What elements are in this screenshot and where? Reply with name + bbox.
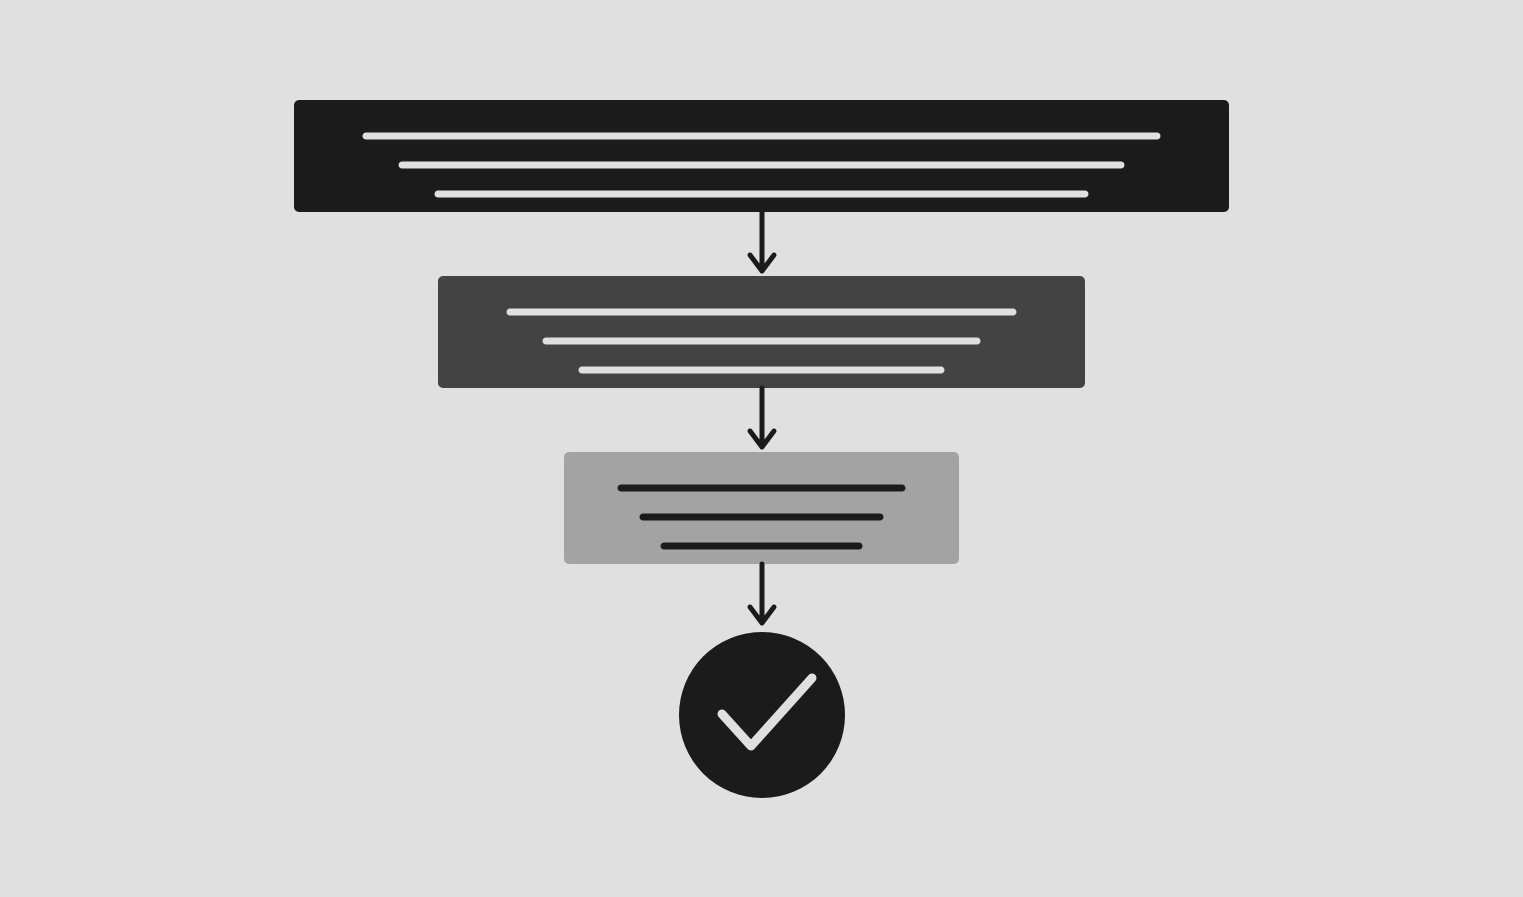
stage-3-rect	[564, 452, 959, 564]
arrow-down-icon	[747, 561, 777, 626]
stage-2-rect	[438, 276, 1085, 388]
result-badge	[679, 632, 845, 798]
stage-3-box	[564, 452, 959, 564]
connector-2-head	[747, 428, 777, 450]
arrow-down-icon	[747, 209, 777, 274]
result-circle	[679, 632, 845, 798]
arrow-down-icon	[747, 385, 777, 450]
stage-1-rect	[294, 100, 1229, 212]
checkmark-icon	[717, 673, 817, 751]
stage-1-box	[294, 100, 1229, 212]
connector-1-head	[747, 252, 777, 274]
connector-3-head	[747, 604, 777, 626]
stage-2-box	[438, 276, 1085, 388]
